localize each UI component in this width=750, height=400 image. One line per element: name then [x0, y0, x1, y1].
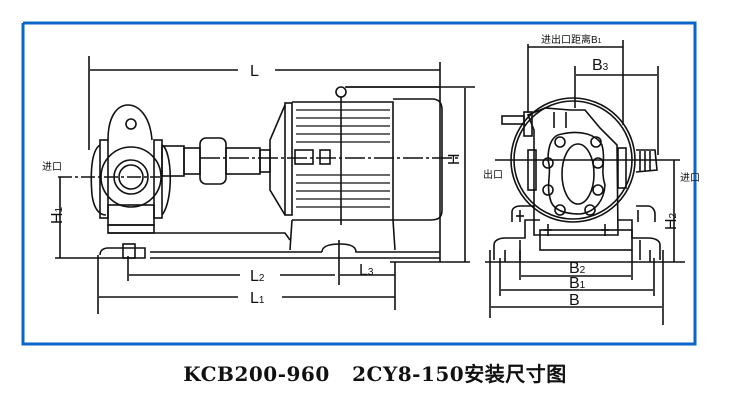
label-L2: L2 [250, 268, 265, 285]
label-outlet: 出口 [483, 168, 503, 181]
label-port-distance: 进出口距离B1 [541, 33, 602, 46]
label-H: H [446, 153, 463, 165]
label-inlet-right: 进口 [680, 172, 700, 184]
label-inlet-left: 进口 [42, 161, 62, 173]
label-B1: B1 [569, 275, 586, 292]
side-view-labels: L 进口 H H1 L2 L3 L1 [42, 63, 463, 307]
label-L1: L1 [250, 290, 265, 307]
end-view-labels: 进出口距离B1 B3 出口 进口 H2 B2 B1 B [483, 33, 700, 309]
label-L: L [250, 63, 259, 80]
label-L3: L3 [359, 262, 374, 279]
label-B2: B2 [569, 260, 586, 277]
label-H1: H1 [49, 206, 66, 224]
label-B3: B3 [592, 57, 609, 74]
label-B: B [569, 292, 580, 309]
frame-border [23, 21, 697, 143]
side-view [55, 56, 475, 314]
end-view [485, 40, 685, 325]
label-H2: H2 [663, 212, 680, 230]
drawing-caption: KCB200-960 2CY8-150安装尺寸图 [183, 362, 567, 386]
